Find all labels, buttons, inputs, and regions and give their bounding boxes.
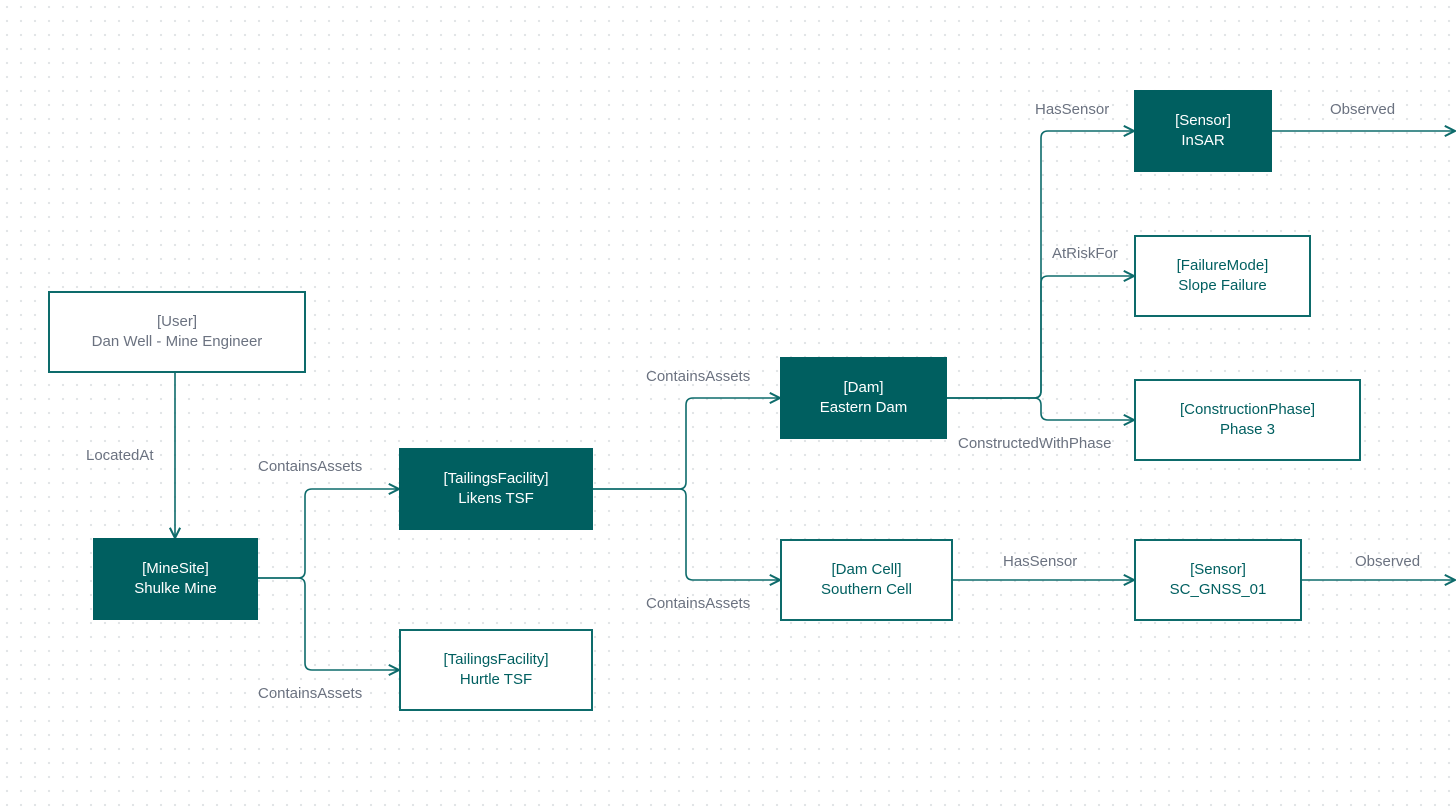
node-type-label: [Sensor] — [1190, 561, 1246, 578]
node-phase-3[interactable]: [ConstructionPhase] Phase 3 — [1134, 379, 1361, 461]
edge-label-located-at: LocatedAt — [86, 447, 154, 464]
edge-constructed-with-phase — [947, 397, 1134, 420]
node-type-label: [User] — [156, 313, 197, 330]
node-user[interactable]: [User] Dan Well - Mine Engineer — [48, 291, 306, 373]
node-name-label: Phase 3 — [1219, 421, 1276, 438]
edge-label-has-sensor-gnss: HasSensor — [1003, 553, 1078, 570]
node-name-label: Likens TSF — [458, 490, 534, 507]
edge-label-contains-damcell: ContainsAssets — [646, 595, 751, 612]
node-type-label: [Sensor] — [1175, 112, 1231, 129]
edge-label-observed-gnss: Observed — [1355, 553, 1421, 570]
node-type-label: [FailureMode] — [1176, 257, 1269, 274]
edge-at-risk-for — [947, 276, 1134, 399]
edge-contains-damcell — [593, 488, 780, 580]
node-type-label: [ConstructionPhase] — [1179, 401, 1316, 418]
edge-contains-likens — [258, 489, 399, 579]
node-slope-failure[interactable]: [FailureMode] Slope Failure — [1134, 235, 1311, 317]
edge-label-constructed-with-phase: ConstructedWithPhase — [958, 435, 1112, 452]
node-type-label: [Dam Cell] — [831, 561, 902, 578]
node-name-label: SC_GNSS_01 — [1169, 581, 1267, 598]
node-hurtle-tsf[interactable]: [TailingsFacility] Hurtle TSF — [399, 629, 593, 711]
edge-contains-hurtle — [258, 577, 399, 670]
node-name-label: Dan Well - Mine Engineer — [91, 333, 263, 350]
node-type-label: [MineSite] — [142, 560, 209, 577]
edge-label-observed-insar: Observed — [1330, 101, 1396, 118]
node-type-label: [TailingsFacility] — [443, 470, 549, 487]
edge-label-contains-hurtle: ContainsAssets — [258, 685, 363, 702]
node-name-label: Eastern Dam — [819, 399, 908, 416]
edge-label-at-risk-for: AtRiskFor — [1052, 245, 1118, 262]
edge-label-contains-likens: ContainsAssets — [258, 458, 363, 475]
node-eastern-dam[interactable]: [Dam] Eastern Dam — [780, 357, 947, 439]
node-likens-tsf[interactable]: [TailingsFacility] Likens TSF — [399, 448, 593, 530]
node-name-label: Hurtle TSF — [459, 671, 533, 688]
node-southern-cell[interactable]: [Dam Cell] Southern Cell — [780, 539, 953, 621]
node-minesite[interactable]: [MineSite] Shulke Mine — [93, 538, 258, 620]
node-sensor-gnss[interactable]: [Sensor] SC_GNSS_01 — [1134, 539, 1302, 621]
edge-label-contains-dam: ContainsAssets — [646, 368, 751, 385]
node-type-label: [TailingsFacility] — [443, 651, 549, 668]
node-type-label: [Dam] — [843, 379, 884, 396]
edge-contains-dam — [593, 398, 780, 490]
node-name-label: Shulke Mine — [134, 580, 217, 597]
edge-label-has-sensor-insar: HasSensor — [1035, 101, 1110, 118]
node-name-label: InSAR — [1181, 132, 1225, 149]
node-name-label: Slope Failure — [1178, 277, 1267, 294]
node-sensor-insar[interactable]: [Sensor] InSAR — [1134, 90, 1272, 172]
node-name-label: Southern Cell — [821, 581, 912, 598]
